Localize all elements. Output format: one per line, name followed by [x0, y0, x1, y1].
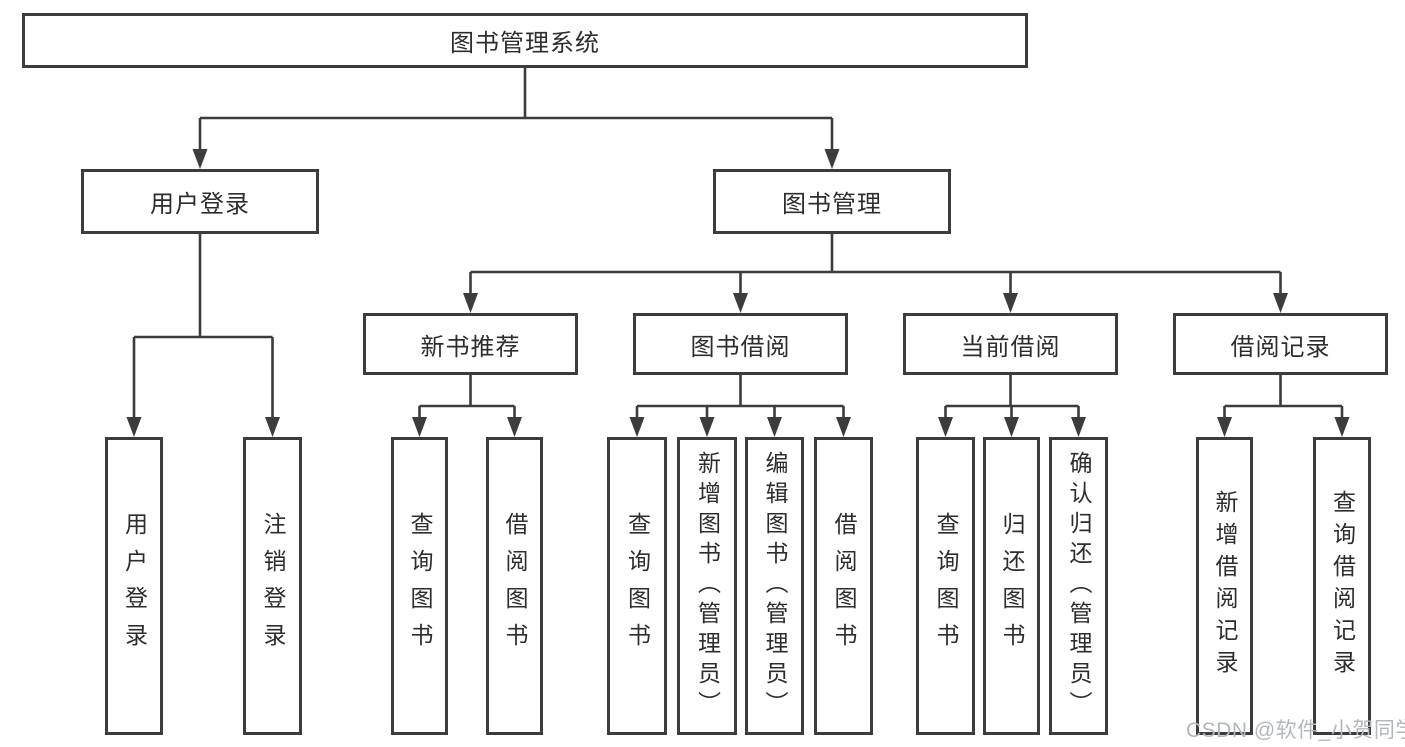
leaf-recommend-query-books: 查询图书	[391, 437, 448, 735]
leaf-query-borrow-record: 查询借阅记录	[1313, 437, 1371, 735]
leaf-edit-books-admin: 编辑图书（管理员）	[745, 437, 804, 735]
node-book-management: 图书管理	[713, 169, 951, 234]
leaf-user-login: 用户登录	[105, 437, 163, 735]
node-borrow-records: 借阅记录	[1173, 313, 1388, 375]
leaf-add-books-admin: 新增图书（管理员）	[677, 437, 737, 735]
leaf-return-books: 归还图书	[983, 437, 1040, 735]
node-root-library-system: 图书管理系统	[22, 13, 1028, 68]
leaf-borrow-query-books: 查询图书	[607, 437, 667, 735]
leaf-current-query-books: 查询图书	[916, 437, 975, 735]
leaf-recommend-borrow-books: 借阅图书	[486, 437, 543, 735]
node-current-borrow: 当前借阅	[903, 313, 1118, 375]
node-book-borrow: 图书借阅	[633, 313, 848, 375]
node-new-book-recommend: 新书推荐	[363, 313, 578, 375]
csdn-watermark: CSDN @软件_小贺同学	[1186, 719, 1405, 742]
leaf-logout: 注销登录	[243, 437, 302, 735]
node-user-login: 用户登录	[81, 169, 319, 234]
arrowheads	[126, 149, 1350, 437]
leaf-confirm-return-admin: 确认归还（管理员）	[1049, 437, 1108, 735]
leaf-add-borrow-record: 新增借阅记录	[1196, 437, 1253, 735]
leaf-borrow-books: 借阅图书	[814, 437, 873, 735]
